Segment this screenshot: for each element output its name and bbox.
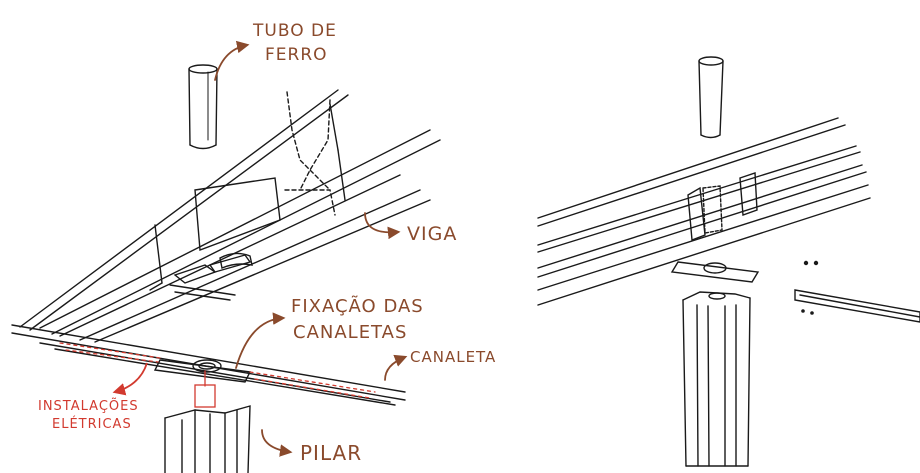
tubo-label-line2: FERRO	[265, 45, 328, 65]
beam	[19, 89, 441, 343]
pillar-exploded	[682, 291, 751, 467]
fixacao-label-line2: CANALETAS	[293, 322, 407, 343]
beam-exploded	[537, 117, 871, 306]
channel-exploded	[794, 289, 920, 323]
pilar-label: PILAR	[300, 441, 362, 465]
iron-tube	[188, 64, 218, 150]
fixing-plate-exploded	[670, 261, 760, 283]
instalacoes-arrow	[112, 362, 148, 396]
viga-arrow	[364, 212, 401, 240]
right-sketch	[537, 56, 920, 467]
annotation-arrows	[214, 40, 408, 457]
viga-label: VIGA	[407, 223, 457, 245]
tubo-label-line1: TUBO DE	[252, 21, 337, 41]
instalacoes-label-line1: INSTALAÇÕES	[38, 398, 139, 414]
canaleta-arrow	[384, 354, 408, 381]
canaleta-label: CANALETA	[410, 348, 496, 366]
tubo-arrow	[214, 40, 250, 81]
pilar-arrow	[261, 429, 293, 457]
instalacoes-label-line2: ELÉTRICAS	[52, 416, 132, 432]
fixacao-arrow	[235, 312, 286, 369]
iron-tube-exploded	[698, 56, 724, 139]
pillar	[164, 405, 251, 473]
screws	[801, 260, 819, 315]
fixacao-label-line1: FIXAÇÃO DAS	[291, 295, 424, 317]
electrical-wiring	[59, 342, 376, 408]
left-sketch	[11, 64, 441, 473]
